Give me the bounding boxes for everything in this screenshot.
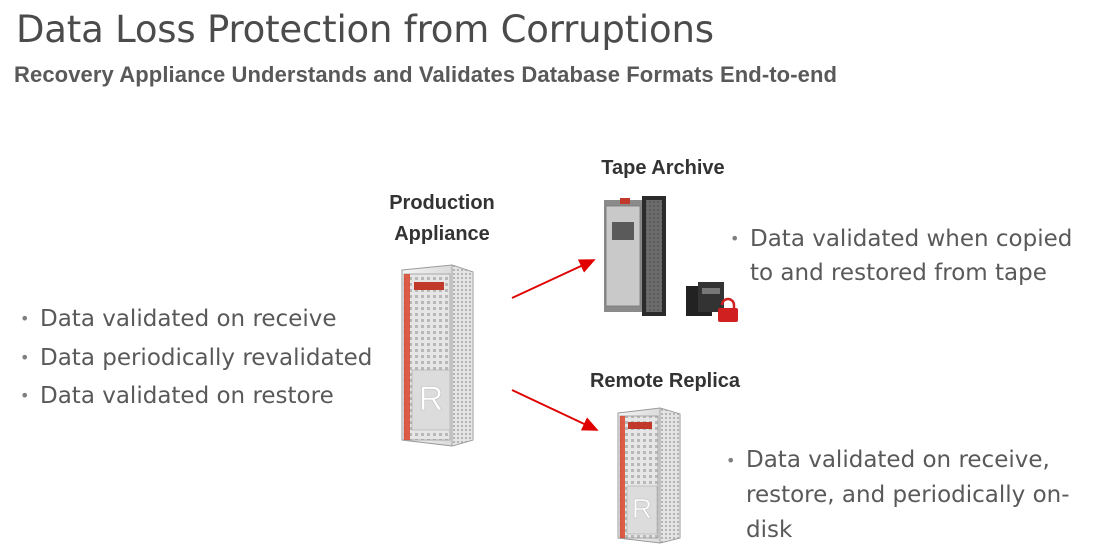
production-bullets: •Data validated on receive •Data periodi…	[16, 300, 372, 416]
bullet-item: •Data validated on receive	[16, 300, 372, 339]
replica-label: Remote Replica	[589, 370, 741, 392]
bullet-item: •Data periodically revalidated	[16, 339, 372, 378]
bullet-dot-icon: •	[20, 347, 30, 367]
bullet-item: •Data validated when copied to and resto…	[726, 222, 1086, 290]
bullet-dot-icon: •	[20, 386, 30, 405]
arrow-to-tape	[511, 259, 596, 299]
bullet-item: •Data validated on receive, restore, and…	[722, 443, 1082, 548]
tape-bullets: •Data validated when copied to and resto…	[726, 222, 1086, 290]
production-rack-letter: R	[419, 380, 444, 418]
replica-rack-letter: R	[632, 493, 652, 524]
tape-label: Tape Archive	[601, 157, 725, 179]
production-label-line2: Appliance	[394, 223, 490, 245]
arrow-to-replica	[511, 389, 599, 431]
bullet-dot-icon: •	[20, 309, 30, 328]
tape-cartridge-icon	[686, 282, 724, 316]
production-label-line1: Production	[389, 192, 495, 214]
slide-title: Data Loss Protection from Corruptions	[16, 8, 714, 51]
bullet-item: •Data validated on restore	[16, 377, 372, 416]
production-label: Production Appliance	[372, 188, 512, 250]
replica-bullets: •Data validated on receive, restore, and…	[722, 443, 1082, 548]
tape-library-icon	[604, 196, 666, 316]
production-rack-icon: R	[401, 264, 474, 447]
bullet-dot-icon: •	[730, 229, 740, 248]
replica-rack-icon: R	[617, 407, 681, 544]
slide-subtitle: Recovery Appliance Understands and Valid…	[14, 62, 838, 87]
bullet-dot-icon: •	[726, 451, 736, 470]
lock-icon	[718, 297, 738, 322]
